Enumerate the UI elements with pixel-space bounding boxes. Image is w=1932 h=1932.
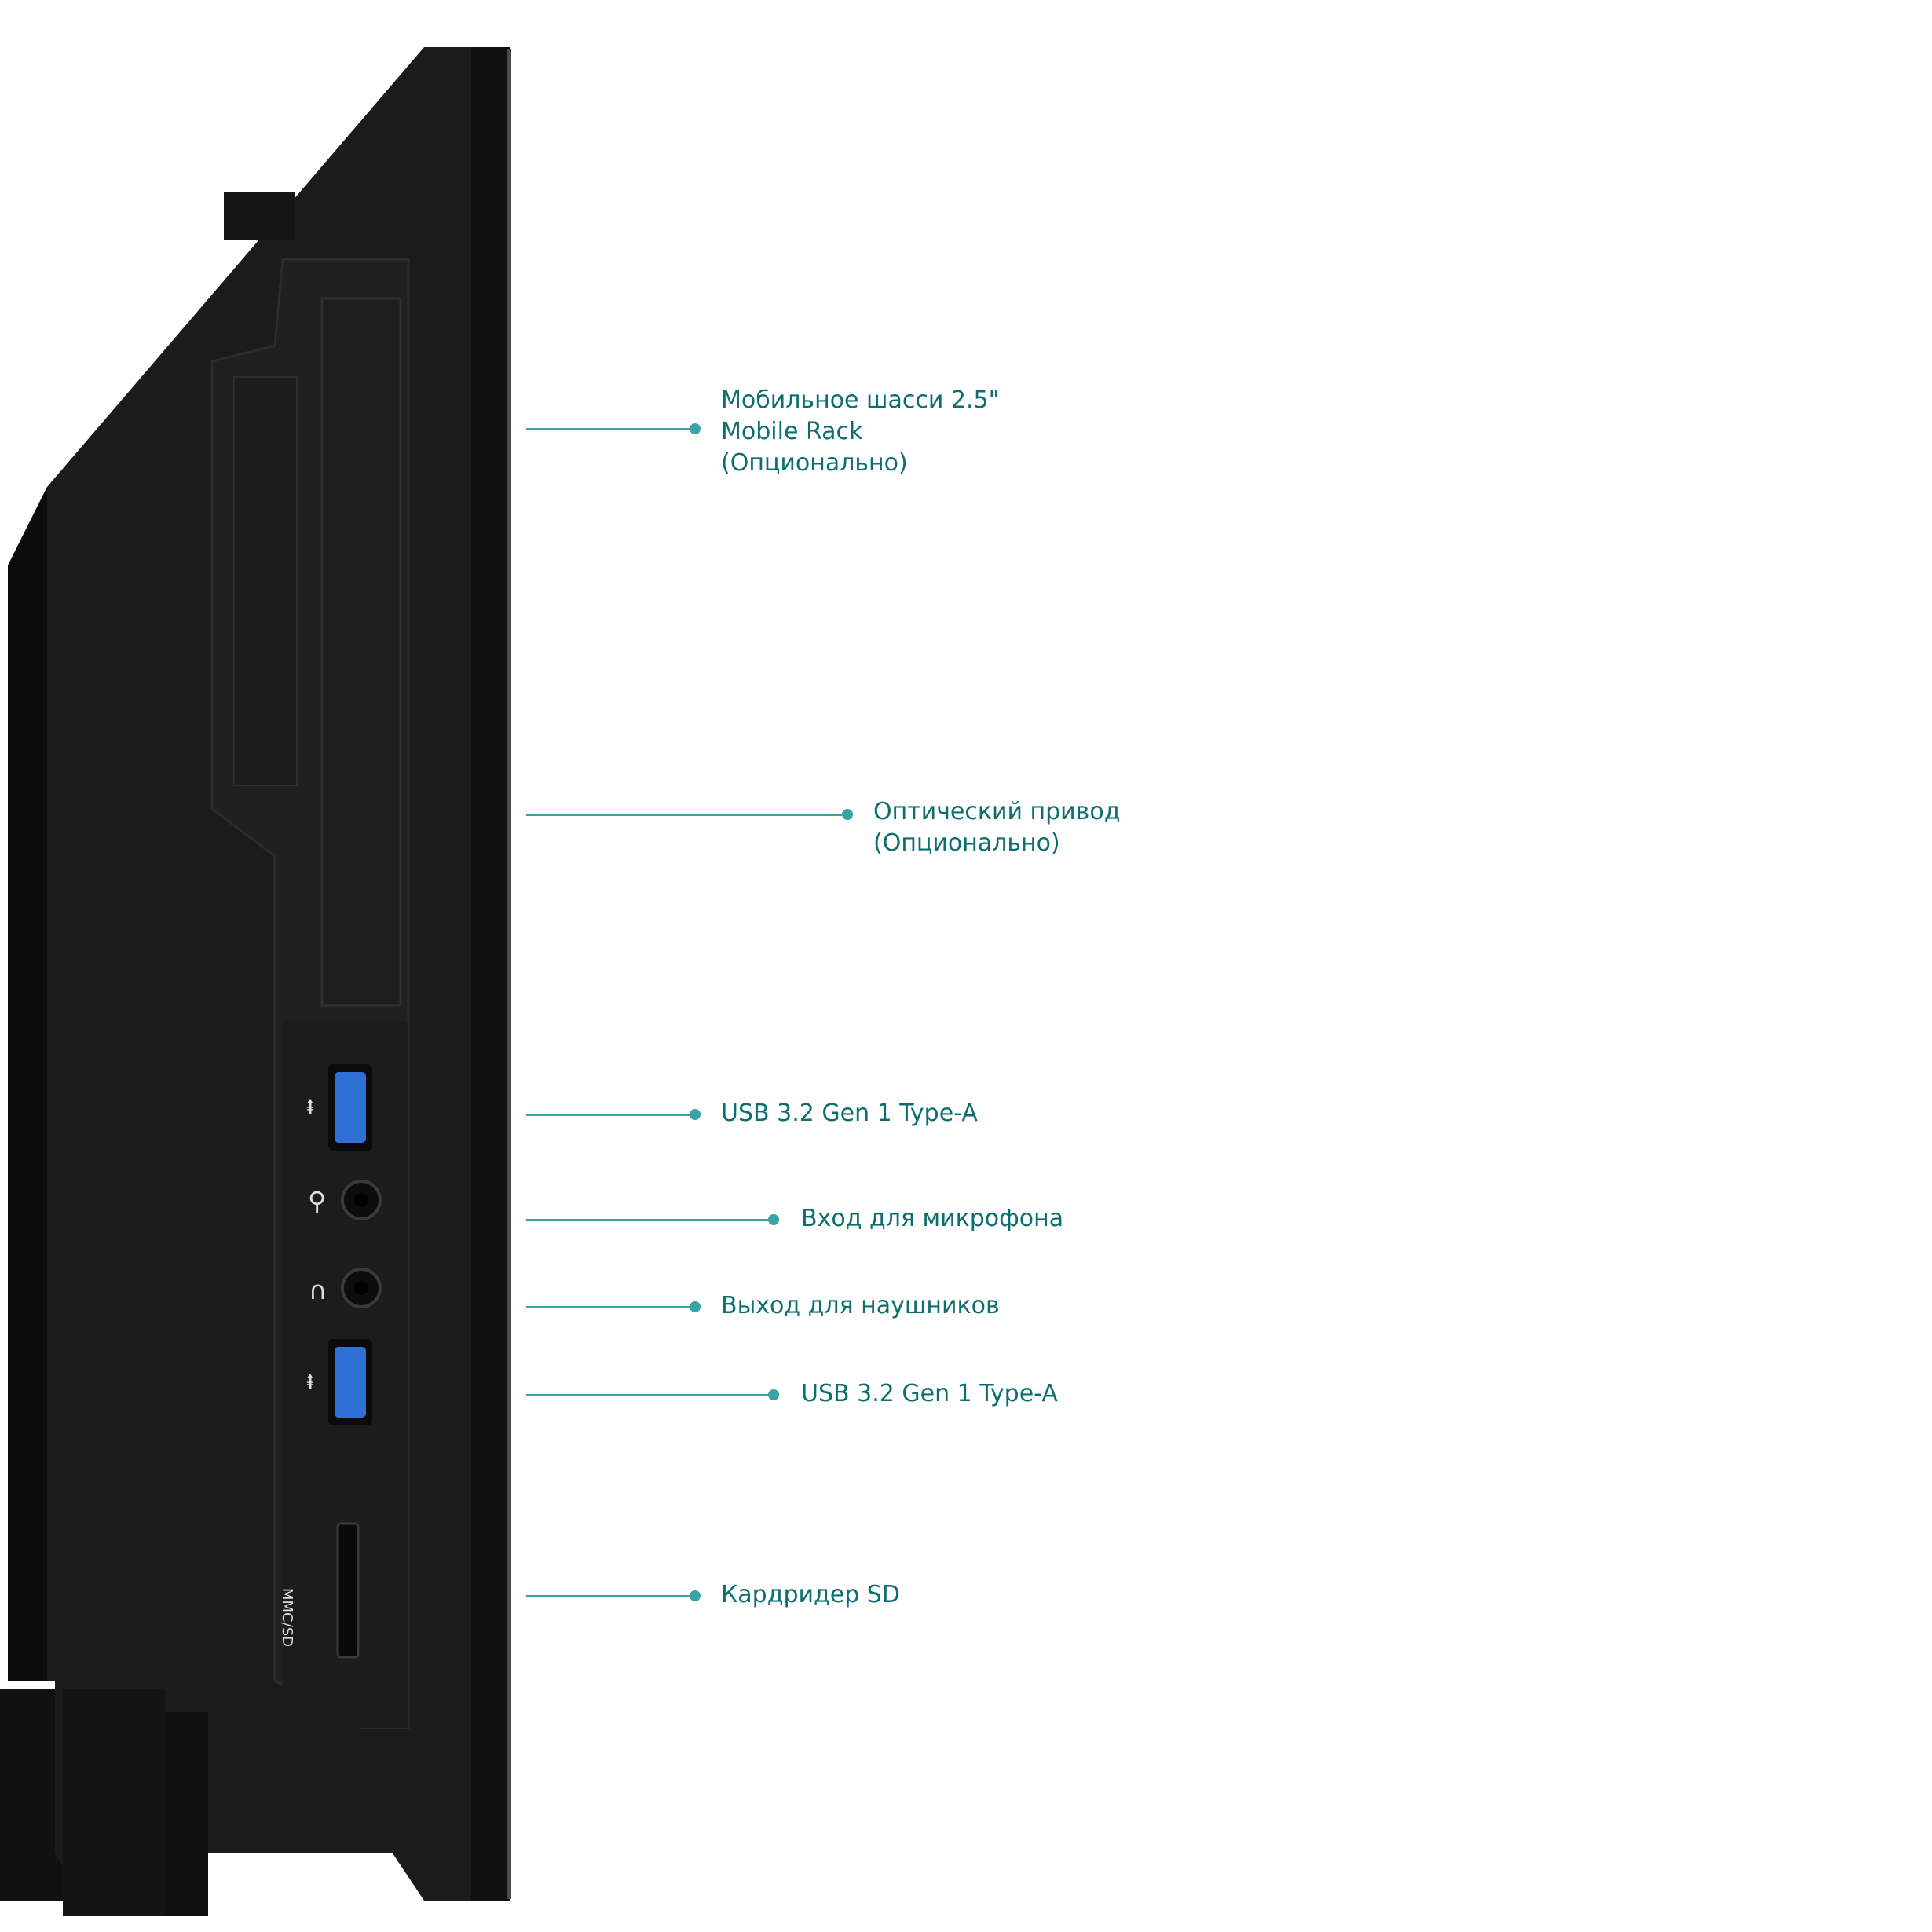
front-bezel-edge	[471, 47, 510, 1901]
callout-line1: Мобильное шасси 2.5"	[721, 386, 1000, 414]
callout-dot	[768, 1389, 779, 1400]
card-slot-label: MMC/SD	[279, 1588, 295, 1647]
usb-port-top-insert	[335, 1072, 366, 1143]
callout-line1: Вход для микрофона	[801, 1205, 1064, 1232]
callout-dot	[690, 423, 701, 434]
callout-label: Оптический привод (Опционально)	[873, 796, 1120, 859]
callout-line	[526, 1114, 695, 1116]
front-bezel-highlight	[507, 49, 511, 1899]
callout-line1: USB 3.2 Gen 1 Type-A	[801, 1380, 1058, 1407]
callout-label: Выход для наушников	[721, 1290, 1000, 1322]
callout-dot	[768, 1214, 779, 1225]
case-main-body	[8, 47, 510, 1916]
usb-port-bottom-insert	[335, 1347, 366, 1418]
callout-line1: USB 3.2 Gen 1 Type-A	[721, 1100, 978, 1127]
usb-icon: ⭼	[297, 1097, 324, 1115]
mobile-rack-bay	[233, 376, 298, 786]
case-foot-2	[63, 1689, 165, 1916]
callout-label: Вход для микрофона	[801, 1203, 1063, 1235]
headphones-icon: ∩	[309, 1275, 327, 1305]
case-side-shadow	[8, 487, 47, 1681]
callout-label: USB 3.2 Gen 1 Type-A	[801, 1378, 1058, 1410]
case-foot	[161, 1712, 208, 1916]
callout-dot	[842, 809, 853, 820]
callout-line1: Оптический привод	[873, 798, 1121, 825]
sd-card-slot	[336, 1522, 360, 1659]
callout-label: USB 3.2 Gen 1 Type-A	[721, 1098, 978, 1129]
callout-line	[526, 1306, 695, 1308]
callout-line3: (Опционально)	[721, 449, 908, 477]
usb-icon-2: ⭼	[297, 1372, 324, 1390]
microphone-icon: ⚲	[308, 1186, 326, 1216]
callout-dot	[690, 1301, 701, 1312]
callout-dot	[690, 1109, 701, 1120]
callout-line	[526, 1595, 695, 1597]
callout-line	[526, 1394, 774, 1396]
callout-dot	[690, 1590, 701, 1601]
top-clip	[224, 192, 295, 240]
optical-drive-bay	[320, 297, 402, 1007]
callout-label: Мобильное шасси 2.5" Mobile Rack (Опцион…	[721, 385, 999, 479]
callout-line1: Кардридер SD	[721, 1581, 900, 1608]
callout-line2: (Опционально)	[873, 829, 1060, 857]
callout-line	[526, 814, 848, 816]
callout-line	[526, 428, 695, 430]
callout-line	[526, 1219, 774, 1221]
callout-label: Кардридер SD	[721, 1579, 900, 1611]
callout-line2: Mobile Rack	[721, 418, 863, 445]
callout-line1: Выход для наушников	[721, 1292, 1000, 1319]
